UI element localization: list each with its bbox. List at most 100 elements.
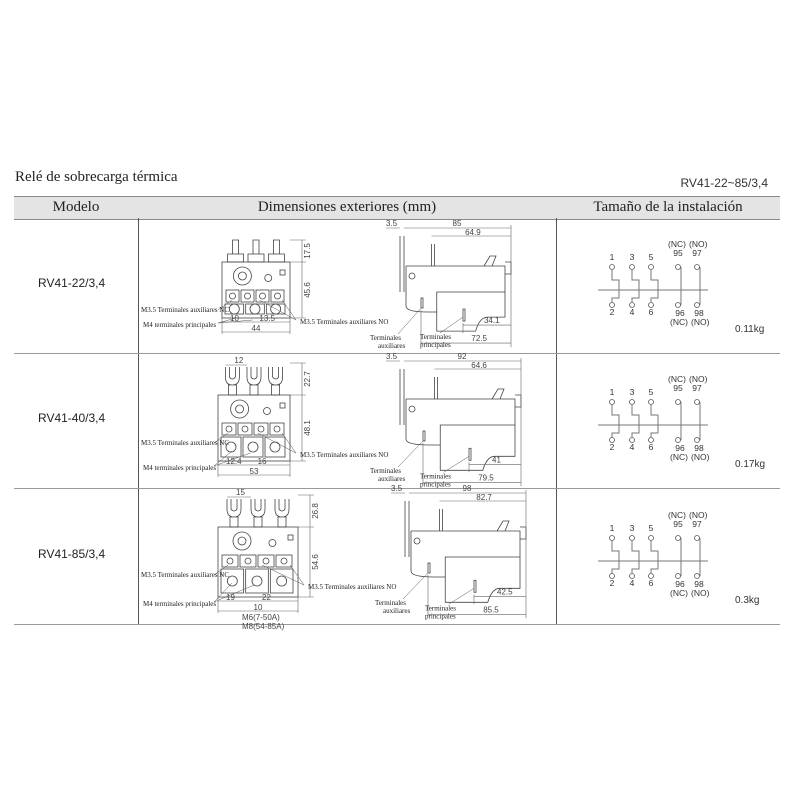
nc-label: (NC) xyxy=(670,588,688,598)
table-header: Modelo Dimensiones exteriores (mm) Tamañ… xyxy=(14,196,780,220)
dim-top-height: 17.5 xyxy=(303,243,312,259)
terminal-number: 5 xyxy=(649,252,654,262)
label-aux-nc: M3.5 Terminales auxiliares NC xyxy=(141,571,229,579)
no-label: (NO) xyxy=(691,317,710,327)
label-aux-nc: M3.5 Terminales auxiliares NC xyxy=(141,306,229,314)
label-aux-no: M3.5 Terminales auxiliares NO xyxy=(300,451,388,459)
terminal-number: 2 xyxy=(610,578,615,588)
header-installation: Tamaño de la instalación xyxy=(593,199,743,215)
nc-label: (NC) xyxy=(668,510,686,520)
dim-body-height: 54.6 xyxy=(311,554,320,570)
series-code: RV41-22~85/3,4 xyxy=(680,176,768,190)
dim-inner: 64.9 xyxy=(465,228,481,237)
aux-terminal-number: 97 xyxy=(692,383,702,393)
aux-terminal-number: 98 xyxy=(694,579,704,589)
weight: 0.3kg xyxy=(735,595,759,606)
label-main-terminals: M4 terminales principales xyxy=(143,321,216,329)
label-side-aux: auxiliares xyxy=(378,475,405,483)
dim-b: 22 xyxy=(262,593,271,602)
aux-terminal-number: 97 xyxy=(692,519,702,529)
label-side-aux: Terminales xyxy=(370,334,401,342)
column-divider xyxy=(556,218,557,625)
dim-offset: 3.5 xyxy=(386,219,398,228)
label-side-aux: auxiliares xyxy=(378,342,405,350)
column-divider xyxy=(138,218,139,625)
terminal-number: 6 xyxy=(649,307,654,317)
dim-width: 53 xyxy=(250,467,259,476)
no-label: (NO) xyxy=(689,510,708,520)
dim-offset: 3.5 xyxy=(386,352,398,361)
dim-top-pitch: 15 xyxy=(236,488,245,497)
label-side-main: Terminales xyxy=(420,333,451,341)
terminal-number: 3 xyxy=(630,523,635,533)
dim-body-height: 48.1 xyxy=(303,420,312,436)
dim-length: 85 xyxy=(453,219,462,228)
dim-width: 10 xyxy=(254,603,263,612)
dim-base: 85.5 xyxy=(483,605,499,614)
label-side-main: Terminales xyxy=(425,604,456,612)
nc-label: (NC) xyxy=(670,452,688,462)
model-name: RV41-40/3,4 xyxy=(38,411,106,425)
dim-step: 41 xyxy=(492,455,501,464)
nc-label: (NC) xyxy=(670,317,688,327)
spec-table: Modelo Dimensiones exteriores (mm) Tamañ… xyxy=(14,196,780,631)
dim-b: 16 xyxy=(258,457,267,466)
label-side-main: principales xyxy=(420,480,451,488)
terminal-number: 3 xyxy=(630,387,635,397)
nc-label: (NC) xyxy=(668,239,686,249)
dim-body-height: 45.6 xyxy=(303,282,312,298)
dim-inner: 82.7 xyxy=(476,493,492,502)
terminal-number: 1 xyxy=(610,252,615,262)
label-main-terminals: M4 terminales principales xyxy=(143,600,216,608)
terminal-number: 5 xyxy=(649,387,654,397)
label-side-aux: Terminales xyxy=(375,599,406,607)
screw-note: M6(7-50A) xyxy=(242,613,280,622)
aux-terminal-number: 96 xyxy=(675,308,685,318)
screw-note: M8(54-85A) xyxy=(242,622,285,631)
label-side-aux: Terminales xyxy=(370,467,401,475)
dim-length: 92 xyxy=(458,352,467,361)
label-side-main: principales xyxy=(420,341,451,349)
label-main-terminals: M4 terminales principales xyxy=(143,464,216,472)
dim-top-pitch: 12 xyxy=(234,356,243,365)
terminal-number: 6 xyxy=(649,442,654,452)
terminal-number: 4 xyxy=(630,442,635,452)
label-side-main: Terminales xyxy=(420,472,451,480)
nc-label: (NC) xyxy=(668,374,686,384)
dim-step: 34.1 xyxy=(484,316,500,325)
dim-top-height: 26.8 xyxy=(311,503,320,519)
weight: 0.17kg xyxy=(735,459,765,470)
no-label: (NO) xyxy=(691,588,710,598)
aux-terminal-number: 97 xyxy=(692,248,702,258)
aux-terminal-number: 95 xyxy=(673,383,683,393)
label-aux-nc: M3.5 Terminales auxiliares NC xyxy=(141,439,229,447)
no-label: (NO) xyxy=(689,239,708,249)
dim-width: 44 xyxy=(252,324,261,333)
aux-terminal-number: 98 xyxy=(694,443,704,453)
terminal-number: 4 xyxy=(630,307,635,317)
terminal-number: 1 xyxy=(610,523,615,533)
no-label: (NO) xyxy=(689,374,708,384)
dim-length: 98 xyxy=(463,484,472,493)
aux-terminal-number: 96 xyxy=(675,579,685,589)
dim-step: 42.5 xyxy=(497,587,513,596)
aux-terminal-number: 95 xyxy=(673,248,683,258)
aux-terminal-number: 96 xyxy=(675,443,685,453)
terminal-number: 2 xyxy=(610,307,615,317)
dim-offset: 3.5 xyxy=(391,484,403,493)
